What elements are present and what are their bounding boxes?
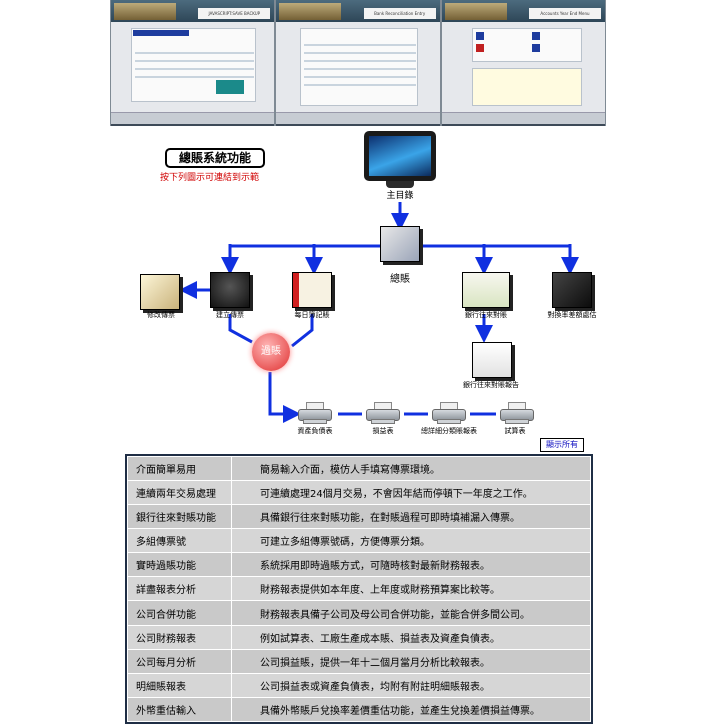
bank-reconcile-chart-icon[interactable] [462, 272, 510, 308]
table-row: 實時過賬功能系統採用即時過賬方式，可隨時核對最新財務報表。 [127, 552, 591, 578]
feature-name: 公司每月分析 [127, 648, 232, 674]
app-logo [114, 3, 176, 20]
page-title: 總賬系統功能 [165, 148, 265, 168]
totals-box [216, 80, 244, 94]
calculator-icon[interactable] [552, 272, 592, 308]
feature-table-body: 介面簡單易用簡易輸入介面，模仿人手填寫傳票環境。 連續兩年交易處理可連續處理24… [127, 455, 591, 723]
ledger-books-icon[interactable] [380, 226, 420, 262]
feature-name: 實時過賬功能 [127, 552, 232, 578]
detail-report-printer-icon[interactable] [432, 402, 466, 424]
trial-balance-label[interactable]: 試算表 [504, 427, 526, 435]
monitor-stand [386, 181, 414, 188]
detail-report-label[interactable]: 總詳細分類賬報表 [421, 427, 477, 435]
create-voucher-pen-icon[interactable] [210, 272, 250, 308]
income-statement-label[interactable]: 損益表 [372, 427, 394, 435]
feature-table: 介面簡單易用簡易輸入介面，模仿人手填寫傳票環境。 連續兩年交易處理可連續處理24… [125, 454, 593, 724]
grid-row [304, 76, 416, 78]
screen-title: Bank Reconciliation Entry [363, 8, 436, 19]
table-row: 明細賬報表公司損益表或資產負債表，均附有附註明細賬報表。 [127, 672, 591, 698]
main-menu-label[interactable]: 主目錄 [386, 191, 414, 201]
monitor-screen [369, 136, 431, 176]
toolbar [111, 112, 275, 124]
screenshot-year-end-menu[interactable]: Accounts Year End Menu [441, 0, 605, 126]
toolbar [276, 112, 440, 124]
feature-name: 詳盡報表分析 [127, 576, 232, 602]
menu-icon [475, 32, 484, 40]
table-row: 銀行往來對賬功能具備銀行往來對賬功能，在對賬過程可即時填補漏入傳票。 [127, 504, 591, 530]
show-all-button[interactable]: 顯示所有 [540, 438, 584, 452]
connector-lines [179, 202, 579, 423]
screenshot-strip: JAVASCRIPT:SAVE BACKUP Bank Reconciliati… [110, 0, 606, 126]
ledger-label[interactable]: 總賬 [390, 274, 410, 285]
bank-report-document-icon[interactable] [472, 342, 512, 378]
grid-row [304, 84, 416, 86]
feature-desc: 簡易輸入介面，模仿人手填寫傳票環境。 [231, 455, 591, 482]
feature-desc: 公司損益表或資產負債表，均附有附註明細賬報表。 [231, 672, 591, 698]
menu-panel [471, 28, 582, 62]
feature-name: 多組傳票號 [127, 528, 232, 554]
feature-desc: 例如試算表、工廠生產成本賬、損益表及資產負債表。 [231, 624, 591, 650]
balance-sheet-printer-icon[interactable] [298, 402, 332, 424]
grid-row [304, 68, 416, 70]
main-menu-monitor-icon[interactable] [364, 131, 436, 181]
table-row: 介面簡單易用簡易輸入介面，模仿人手填寫傳票環境。 [127, 455, 591, 482]
modify-voucher-label[interactable]: 修改傳票 [147, 311, 175, 319]
toolbar [441, 112, 605, 124]
table-row: 公司財務報表例如試算表、工廠生產成本賬、損益表及資產負債表。 [127, 624, 591, 650]
screen-title: JAVASCRIPT:SAVE BACKUP [198, 8, 271, 19]
menu-icon [475, 44, 484, 52]
feature-name: 公司財務報表 [127, 624, 232, 650]
balance-sheet-label[interactable]: 資產負債表 [297, 427, 333, 435]
grid-row [135, 68, 255, 70]
grid-row [135, 52, 255, 54]
page-subtitle: 按下列圖示可連結到示範 [160, 173, 260, 183]
table-row: 多組傳票號可建立多組傳票號碼，方便傳票分類。 [127, 528, 591, 554]
grid-row [304, 44, 416, 46]
feature-desc: 具備外幣賬戶兌換率差價重估功能，並產生兌換差價損益傳票。 [231, 696, 591, 723]
fx-gain-loss-label[interactable]: 對換率差額處估 [547, 311, 597, 319]
app-logo [279, 3, 342, 20]
daily-journal-label[interactable]: 每日簿記賬 [294, 311, 330, 319]
feature-desc: 具備銀行往來對賬功能，在對賬過程可即時填補漏入傳票。 [231, 504, 591, 530]
posting-bubble[interactable]: 過賬 [252, 333, 290, 371]
screenshot-backup[interactable]: JAVASCRIPT:SAVE BACKUP [111, 0, 275, 126]
feature-desc: 系統採用即時過賬方式，可隨時核對最新財務報表。 [231, 552, 591, 578]
panel-header [133, 30, 189, 36]
entry-panel [300, 28, 419, 106]
table-row: 連續兩年交易處理可連續處理24個月交易，不會因年結而停頓下一年度之工作。 [127, 480, 591, 506]
table-row: 公司每月分析公司損益賬，提供一年十二個月當月分析比較報表。 [127, 648, 591, 674]
grid-row [135, 60, 255, 62]
create-voucher-label[interactable]: 建立傳票 [216, 311, 244, 319]
screen-title: Accounts Year End Menu [528, 8, 601, 19]
feature-desc: 公司損益賬，提供一年十二個月當月分析比較報表。 [231, 648, 591, 674]
table-row: 公司合併功能財務報表具備子公司及母公司合併功能，並能合併多間公司。 [127, 600, 591, 626]
feature-name: 介面簡單易用 [127, 455, 232, 482]
bank-report-label[interactable]: 銀行往來對賬報告 [463, 381, 519, 389]
grid-row [304, 60, 416, 62]
feature-name: 明細賬報表 [127, 672, 232, 698]
feature-desc: 財務報表提供如本年度、上年度或財務預算案比較等。 [231, 576, 591, 602]
menu-icon [531, 44, 540, 52]
feature-name: 外幣重估輸入 [127, 696, 232, 723]
table-row: 詳盡報表分析財務報表提供如本年度、上年度或財務預算案比較等。 [127, 576, 591, 602]
modify-voucher-icon[interactable] [140, 274, 180, 310]
bank-reconcile-label[interactable]: 銀行往來對賬 [465, 311, 507, 319]
function-diagram: 總賬系統功能 按下列圖示可連結到示範 主目錄 總賬 修改傳票 建立傳票 每日簿記… [0, 126, 716, 456]
income-statement-printer-icon[interactable] [366, 402, 400, 424]
daily-journal-book-icon[interactable] [292, 272, 332, 308]
feature-name: 連續兩年交易處理 [127, 480, 232, 506]
feature-desc: 財務報表具備子公司及母公司合併功能，並能合併多間公司。 [231, 600, 591, 626]
menu-icon [531, 32, 540, 40]
screenshot-bank-reconciliation[interactable]: Bank Reconciliation Entry [276, 0, 440, 126]
grid-row [304, 52, 416, 54]
trial-balance-printer-icon[interactable] [500, 402, 534, 424]
feature-name: 銀行往來對賬功能 [127, 504, 232, 530]
notes-panel [471, 68, 582, 106]
app-logo [444, 3, 507, 20]
feature-desc: 可連續處理24個月交易，不會因年結而停頓下一年度之工作。 [231, 480, 591, 506]
feature-desc: 可建立多組傳票號碼，方便傳票分類。 [231, 528, 591, 554]
feature-name: 公司合併功能 [127, 600, 232, 626]
grid-row [135, 76, 255, 78]
table-row: 外幣重估輸入具備外幣賬戶兌換率差價重估功能，並產生兌換差價損益傳票。 [127, 696, 591, 723]
